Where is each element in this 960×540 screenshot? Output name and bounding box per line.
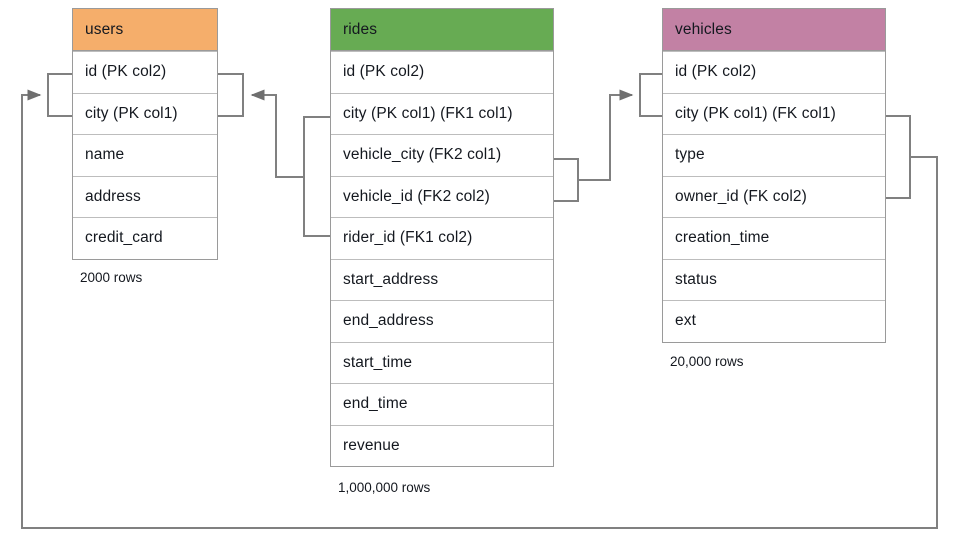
table-users[interactable]: users id (PK col2) city (PK col1) name a… bbox=[72, 8, 218, 260]
table-rides-column-revenue[interactable]: revenue bbox=[331, 424, 553, 466]
table-vehicles[interactable]: vehicles id (PK col2) city (PK col1) (FK… bbox=[662, 8, 886, 343]
rides-left-bracket bbox=[303, 116, 330, 237]
table-users-column-city[interactable]: city (PK col1) bbox=[73, 92, 217, 134]
vehicles-right-bracket bbox=[886, 115, 911, 199]
users-left-bracket bbox=[47, 73, 72, 117]
vehicles-left-bracket bbox=[639, 73, 662, 117]
table-users-header: users bbox=[73, 9, 217, 51]
table-vehicles-rows-caption: 20,000 rows bbox=[670, 354, 744, 369]
users-right-bracket bbox=[218, 73, 244, 117]
table-rides-column-rider-id[interactable]: rider_id (FK1 col2) bbox=[331, 217, 553, 259]
table-vehicles-column-id[interactable]: id (PK col2) bbox=[663, 51, 885, 93]
table-users-rows-caption: 2000 rows bbox=[80, 270, 143, 285]
rides-right-bracket bbox=[554, 158, 579, 202]
table-vehicles-column-creation-time[interactable]: creation_time bbox=[663, 217, 885, 259]
table-rides-column-end-address[interactable]: end_address bbox=[331, 300, 553, 342]
table-rides-column-end-time[interactable]: end_time bbox=[331, 383, 553, 425]
table-rides-column-city[interactable]: city (PK col1) (FK1 col1) bbox=[331, 92, 553, 134]
table-users-column-name[interactable]: name bbox=[73, 134, 217, 176]
table-vehicles-column-status[interactable]: status bbox=[663, 258, 885, 300]
table-rides-header: rides bbox=[331, 9, 553, 51]
table-rides-column-vehicle-id[interactable]: vehicle_id (FK2 col2) bbox=[331, 175, 553, 217]
wire-rides-to-vehicles bbox=[578, 89, 634, 181]
table-users-column-credit-card[interactable]: credit_card bbox=[73, 217, 217, 259]
table-vehicles-column-type[interactable]: type bbox=[663, 134, 885, 176]
table-vehicles-column-city[interactable]: city (PK col1) (FK col1) bbox=[663, 92, 885, 134]
table-rides-rows-caption: 1,000,000 rows bbox=[338, 480, 431, 495]
table-vehicles-header: vehicles bbox=[663, 9, 885, 51]
table-users-column-address[interactable]: address bbox=[73, 175, 217, 217]
table-rides-column-vehicle-city[interactable]: vehicle_city (FK2 col1) bbox=[331, 134, 553, 176]
table-rides-column-start-time[interactable]: start_time bbox=[331, 341, 553, 383]
table-vehicles-column-owner-id[interactable]: owner_id (FK col2) bbox=[663, 175, 885, 217]
table-vehicles-column-ext[interactable]: ext bbox=[663, 300, 885, 342]
table-rides-column-id[interactable]: id (PK col2) bbox=[331, 51, 553, 93]
table-users-column-id[interactable]: id (PK col2) bbox=[73, 51, 217, 93]
table-rides[interactable]: rides id (PK col2) city (PK col1) (FK1 c… bbox=[330, 8, 554, 467]
table-rides-column-start-address[interactable]: start_address bbox=[331, 258, 553, 300]
wire-rides-to-users bbox=[250, 89, 304, 178]
